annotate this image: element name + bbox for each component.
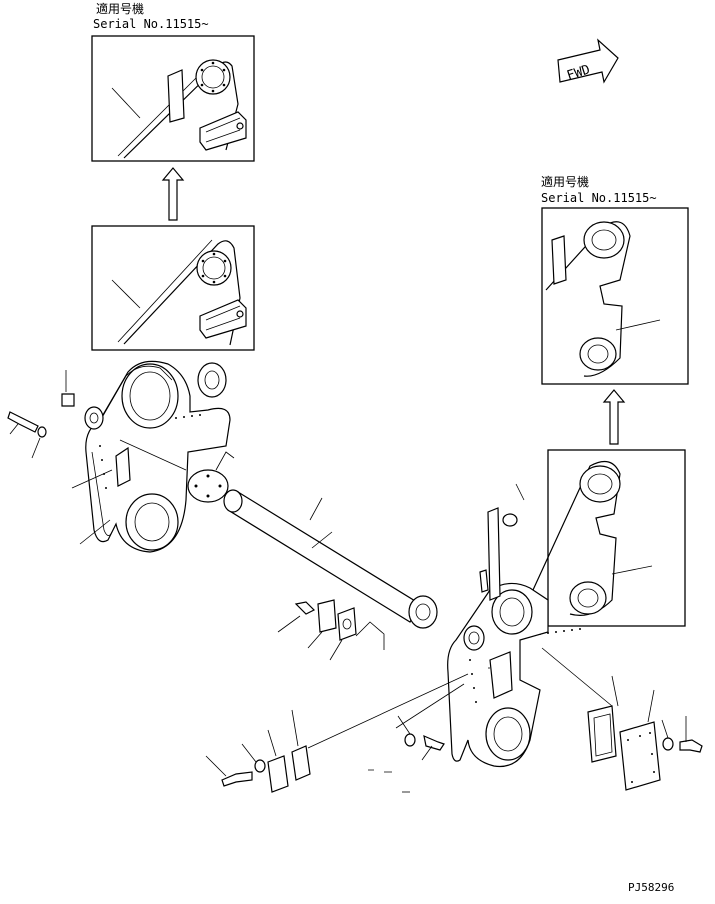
left-detail-box-old <box>91 225 255 351</box>
fwd-direction-marker: FWD <box>557 38 619 84</box>
right-serial-no-label: Serial No.11515~ <box>541 191 657 205</box>
right-serial-callout: 適用号機 Serial No.11515~ <box>541 174 657 205</box>
fwd-label: FWD <box>565 62 592 84</box>
left-final-drive-case <box>7 360 231 553</box>
right-final-drive-case <box>447 483 613 768</box>
left-upgrade-arrow <box>161 167 185 221</box>
right-serial-jp-label: 適用号機 <box>541 174 589 189</box>
flange-disc <box>187 451 235 503</box>
left-serial-jp-label: 適用号機 <box>96 1 144 16</box>
right-detail-box-old <box>509 449 686 641</box>
cover-and-hardware-set <box>205 599 703 793</box>
right-detail-box-new <box>541 207 689 385</box>
right-upgrade-arrow <box>602 389 626 445</box>
left-serial-no-label: Serial No.11515~ <box>93 17 209 31</box>
axle-tube <box>223 489 438 629</box>
left-detail-box-new <box>91 35 255 162</box>
left-serial-callout: 適用号機 Serial No.11515~ <box>93 1 209 31</box>
drawing-code: PJ58296 <box>628 881 674 894</box>
